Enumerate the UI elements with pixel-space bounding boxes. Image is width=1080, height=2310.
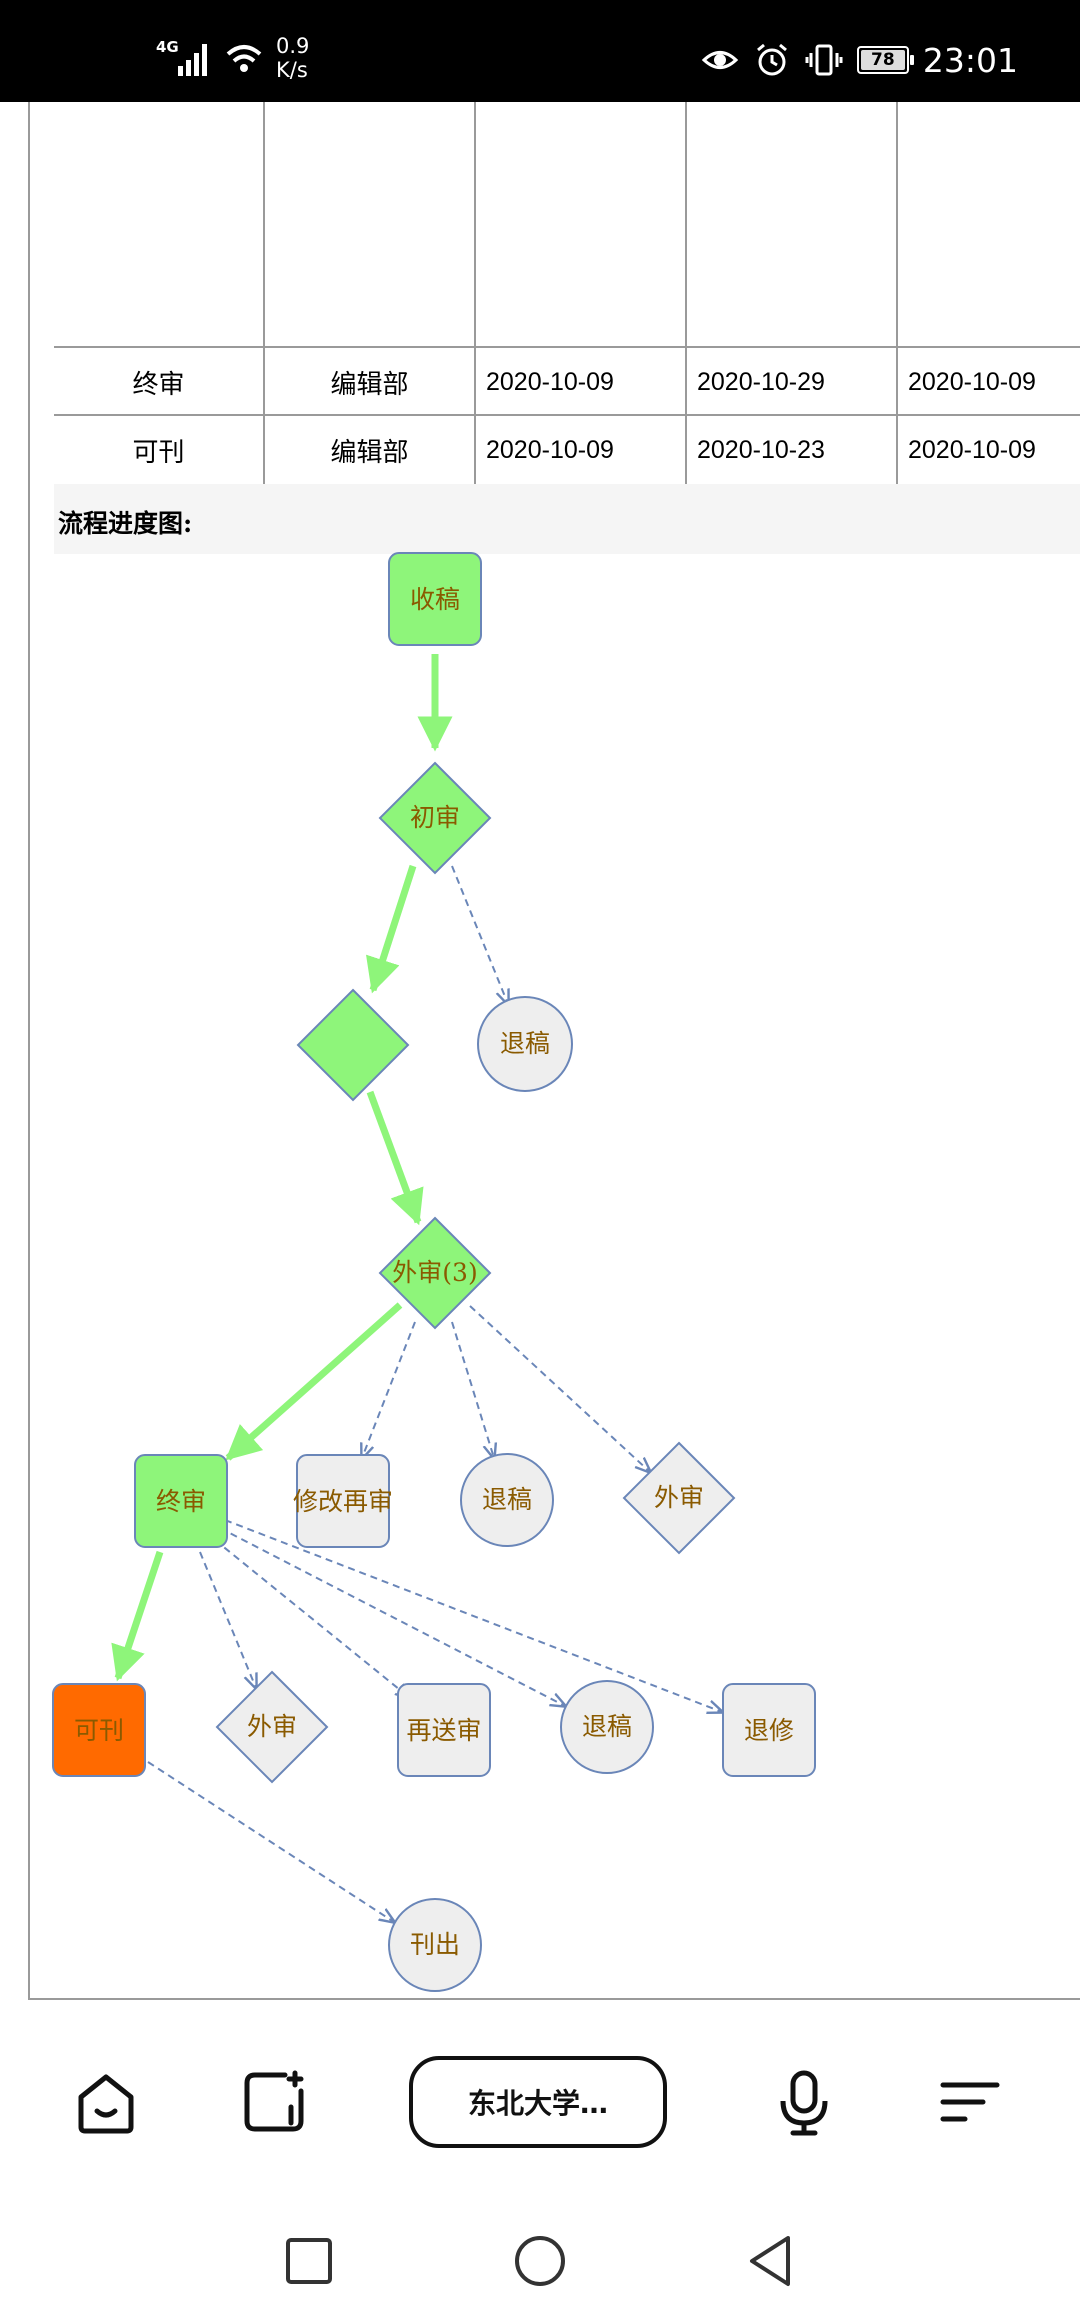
table-row: 可刊 编辑部 2020-10-09 2020-10-23 2020-10-09 — [54, 414, 1080, 484]
dept-cell: 编辑部 — [265, 348, 476, 416]
menu-button[interactable] — [930, 2062, 1010, 2142]
node-waishen-side: 外审 — [622, 1441, 736, 1555]
node-unlabeled-diamond — [296, 988, 410, 1102]
current-tab-title[interactable]: 东北大学… — [409, 2056, 667, 2148]
date-cell: 2020-10-09 — [476, 348, 687, 416]
section-title: 流程进度图: — [58, 509, 193, 538]
svg-text:终审: 终审 — [156, 1487, 206, 1516]
voice-search-button[interactable] — [764, 2062, 844, 2142]
system-nav-bar — [0, 2210, 1080, 2310]
date-cell: 2020-10-09 — [908, 435, 1036, 464]
alarm-icon — [756, 43, 787, 76]
svg-text:外审: 外审 — [247, 1712, 297, 1741]
microphone-icon — [780, 2070, 828, 2136]
wifi-icon — [226, 45, 262, 72]
table-row: 终审 编辑部 2020-10-09 2020-10-29 2020-10-09 — [54, 346, 1080, 416]
svg-text:可刊: 可刊 — [74, 1716, 124, 1745]
date-cell: 2020-10-23 — [687, 416, 898, 484]
node-chushen: 初审 — [378, 761, 492, 875]
node-waishen-b: 外审 — [215, 1670, 329, 1784]
network-speed: 0.9 K/s — [276, 34, 310, 82]
date-cell: 2020-10-29 — [687, 348, 898, 416]
menu-icon — [940, 2082, 1000, 2122]
dept-cell: 编辑部 — [265, 416, 476, 484]
date-cell: 2020-10-09 — [476, 416, 687, 484]
back-button[interactable] — [736, 2226, 806, 2296]
tabs-icon — [244, 2070, 304, 2132]
home-nav-button[interactable] — [505, 2226, 575, 2296]
svg-text:退稿: 退稿 — [582, 1712, 632, 1741]
stage-cell: 可刊 — [54, 416, 265, 484]
svg-text:退修: 退修 — [744, 1716, 794, 1745]
vibrate-icon — [805, 44, 843, 76]
node-tuixiu: 退修 — [722, 1683, 816, 1777]
svg-text:刊出: 刊出 — [410, 1930, 460, 1959]
home-icon — [78, 2074, 134, 2134]
status-bar: 4G 0.9 K/s 78 23:01 — [0, 0, 1080, 102]
node-tuigao-1: 退稿 — [477, 996, 573, 1092]
stage-cell: 终审 — [54, 348, 265, 416]
svg-text:初审: 初审 — [410, 803, 460, 832]
node-zaisong: 再送审 — [397, 1683, 491, 1777]
node-zhongshen: 终审 — [134, 1454, 228, 1548]
node-kanchu: 刊出 — [388, 1898, 482, 1992]
svg-text:再送审: 再送审 — [406, 1716, 481, 1745]
svg-text:退稿: 退稿 — [482, 1485, 532, 1514]
node-xiugai: 修改再审 — [293, 1454, 393, 1548]
recents-button[interactable] — [274, 2226, 344, 2296]
table-row — [54, 102, 1080, 346]
signal-icon — [178, 44, 207, 76]
svg-text:外审: 外审 — [654, 1483, 704, 1512]
home-button[interactable] — [66, 2062, 146, 2142]
node-shougao: 收稿 — [388, 552, 482, 646]
clock: 23:01 — [922, 40, 1018, 80]
svg-text:修改再审: 修改再审 — [293, 1487, 393, 1516]
svg-text:退稿: 退稿 — [500, 1029, 550, 1058]
date-cell: 2020-10-09 — [908, 367, 1036, 396]
node-tuigao-3: 退稿 — [560, 1680, 654, 1774]
network-type: 4G — [156, 38, 179, 56]
tabs-button[interactable] — [234, 2062, 314, 2142]
node-waishen-main: 外审(3) — [378, 1216, 492, 1330]
node-kekan: 可刊 — [52, 1683, 146, 1777]
svg-text:收稿: 收稿 — [410, 585, 460, 614]
battery-icon: 78 — [856, 46, 914, 74]
eye-icon — [701, 51, 739, 69]
svg-text:外审(3): 外审(3) — [392, 1258, 477, 1287]
section-header: 流程进度图: — [54, 484, 1080, 554]
node-tuigao-2: 退稿 — [460, 1453, 554, 1547]
